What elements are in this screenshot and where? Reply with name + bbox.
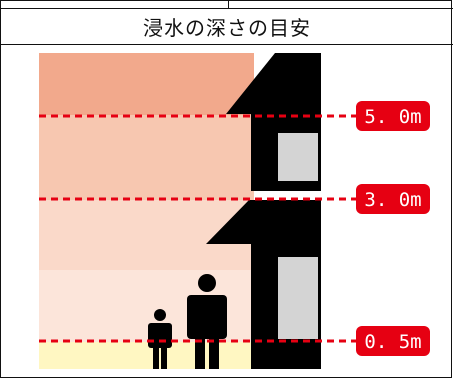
level-badge-3m: 3. 0m (356, 184, 430, 214)
house-silhouette-icon (206, 53, 321, 369)
adult-person-icon (187, 274, 227, 369)
zone-top (39, 53, 254, 115)
top-strip-divider (228, 1, 229, 9)
zone-upper (39, 115, 254, 200)
level-label-5m: 5. 0m (364, 106, 421, 128)
top-strip (1, 1, 453, 9)
lower-window (278, 257, 318, 339)
level-badge-0-5m: 0. 5m (356, 326, 430, 356)
flood-depth-diagram: 5. 0m 3. 0m 0. 5m (39, 53, 430, 369)
diagram-title: 浸水の深さの目安 (1, 9, 453, 45)
level-badge-5m: 5. 0m (356, 101, 430, 131)
level-label-0-5m: 0. 5m (364, 331, 421, 353)
zone-ground (39, 342, 254, 369)
upper-window (278, 133, 318, 181)
level-label-3m: 3. 0m (364, 189, 421, 211)
